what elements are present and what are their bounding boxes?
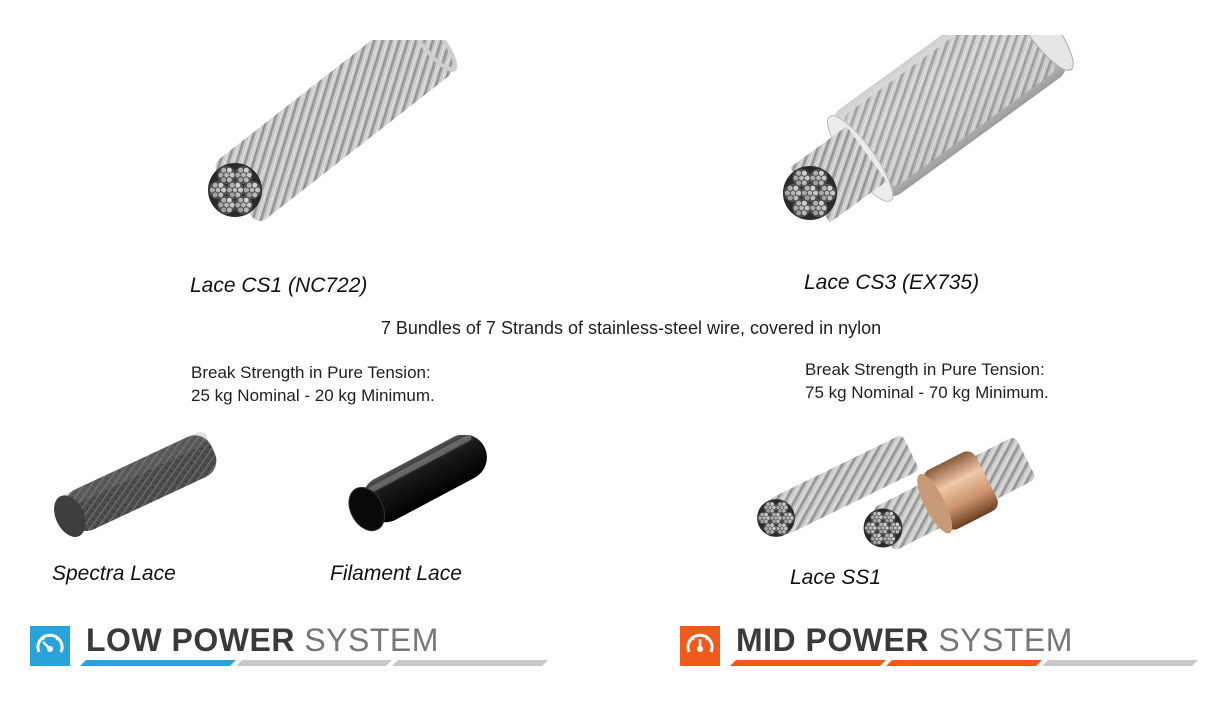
cs3-break-strength: Break Strength in Pure Tension: 75 kg No… bbox=[805, 358, 1049, 404]
filament-lace-label: Filament Lace bbox=[330, 562, 462, 585]
speedometer-icon bbox=[680, 626, 720, 666]
filament-lace-image bbox=[340, 435, 490, 540]
lace-cs3-image bbox=[755, 35, 1075, 250]
spectra-lace-image bbox=[38, 425, 218, 550]
lace-cs1-label: Lace CS1 (NC722) bbox=[190, 274, 368, 297]
cs1-break-value: 25 kg Nominal - 20 kg Minimum. bbox=[191, 386, 435, 405]
mid-power-system-banner: MID POWER SYSTEM bbox=[680, 622, 1200, 670]
speedometer-icon bbox=[30, 626, 70, 666]
cs3-break-value: 75 kg Nominal - 70 kg Minimum. bbox=[805, 383, 1049, 402]
lace-cs1-image bbox=[185, 40, 475, 250]
low-power-title-bold: LOW POWER bbox=[86, 622, 295, 658]
low-power-title: LOW POWER SYSTEM bbox=[86, 622, 439, 659]
cs3-break-title: Break Strength in Pure Tension: bbox=[805, 360, 1045, 379]
lace-ss1-image bbox=[748, 430, 1038, 560]
cs1-break-strength: Break Strength in Pure Tension: 25 kg No… bbox=[191, 361, 435, 407]
mid-power-title-light: SYSTEM bbox=[938, 622, 1073, 658]
mid-power-title: MID POWER SYSTEM bbox=[736, 622, 1073, 659]
lace-ss1-label: Lace SS1 bbox=[790, 566, 882, 589]
low-power-rating-bar bbox=[80, 660, 548, 666]
lace-cs3-label: Lace CS3 (EX735) bbox=[804, 271, 980, 294]
low-power-title-light: SYSTEM bbox=[304, 622, 439, 658]
mid-power-rating-bar bbox=[730, 660, 1198, 666]
construction-description: 7 Bundles of 7 Strands of stainless-stee… bbox=[380, 318, 882, 338]
spectra-lace-label: Spectra Lace bbox=[52, 562, 176, 585]
low-power-system-banner: LOW POWER SYSTEM bbox=[30, 622, 550, 670]
mid-power-title-bold: MID POWER bbox=[736, 622, 929, 658]
cs1-break-title: Break Strength in Pure Tension: bbox=[191, 363, 431, 382]
